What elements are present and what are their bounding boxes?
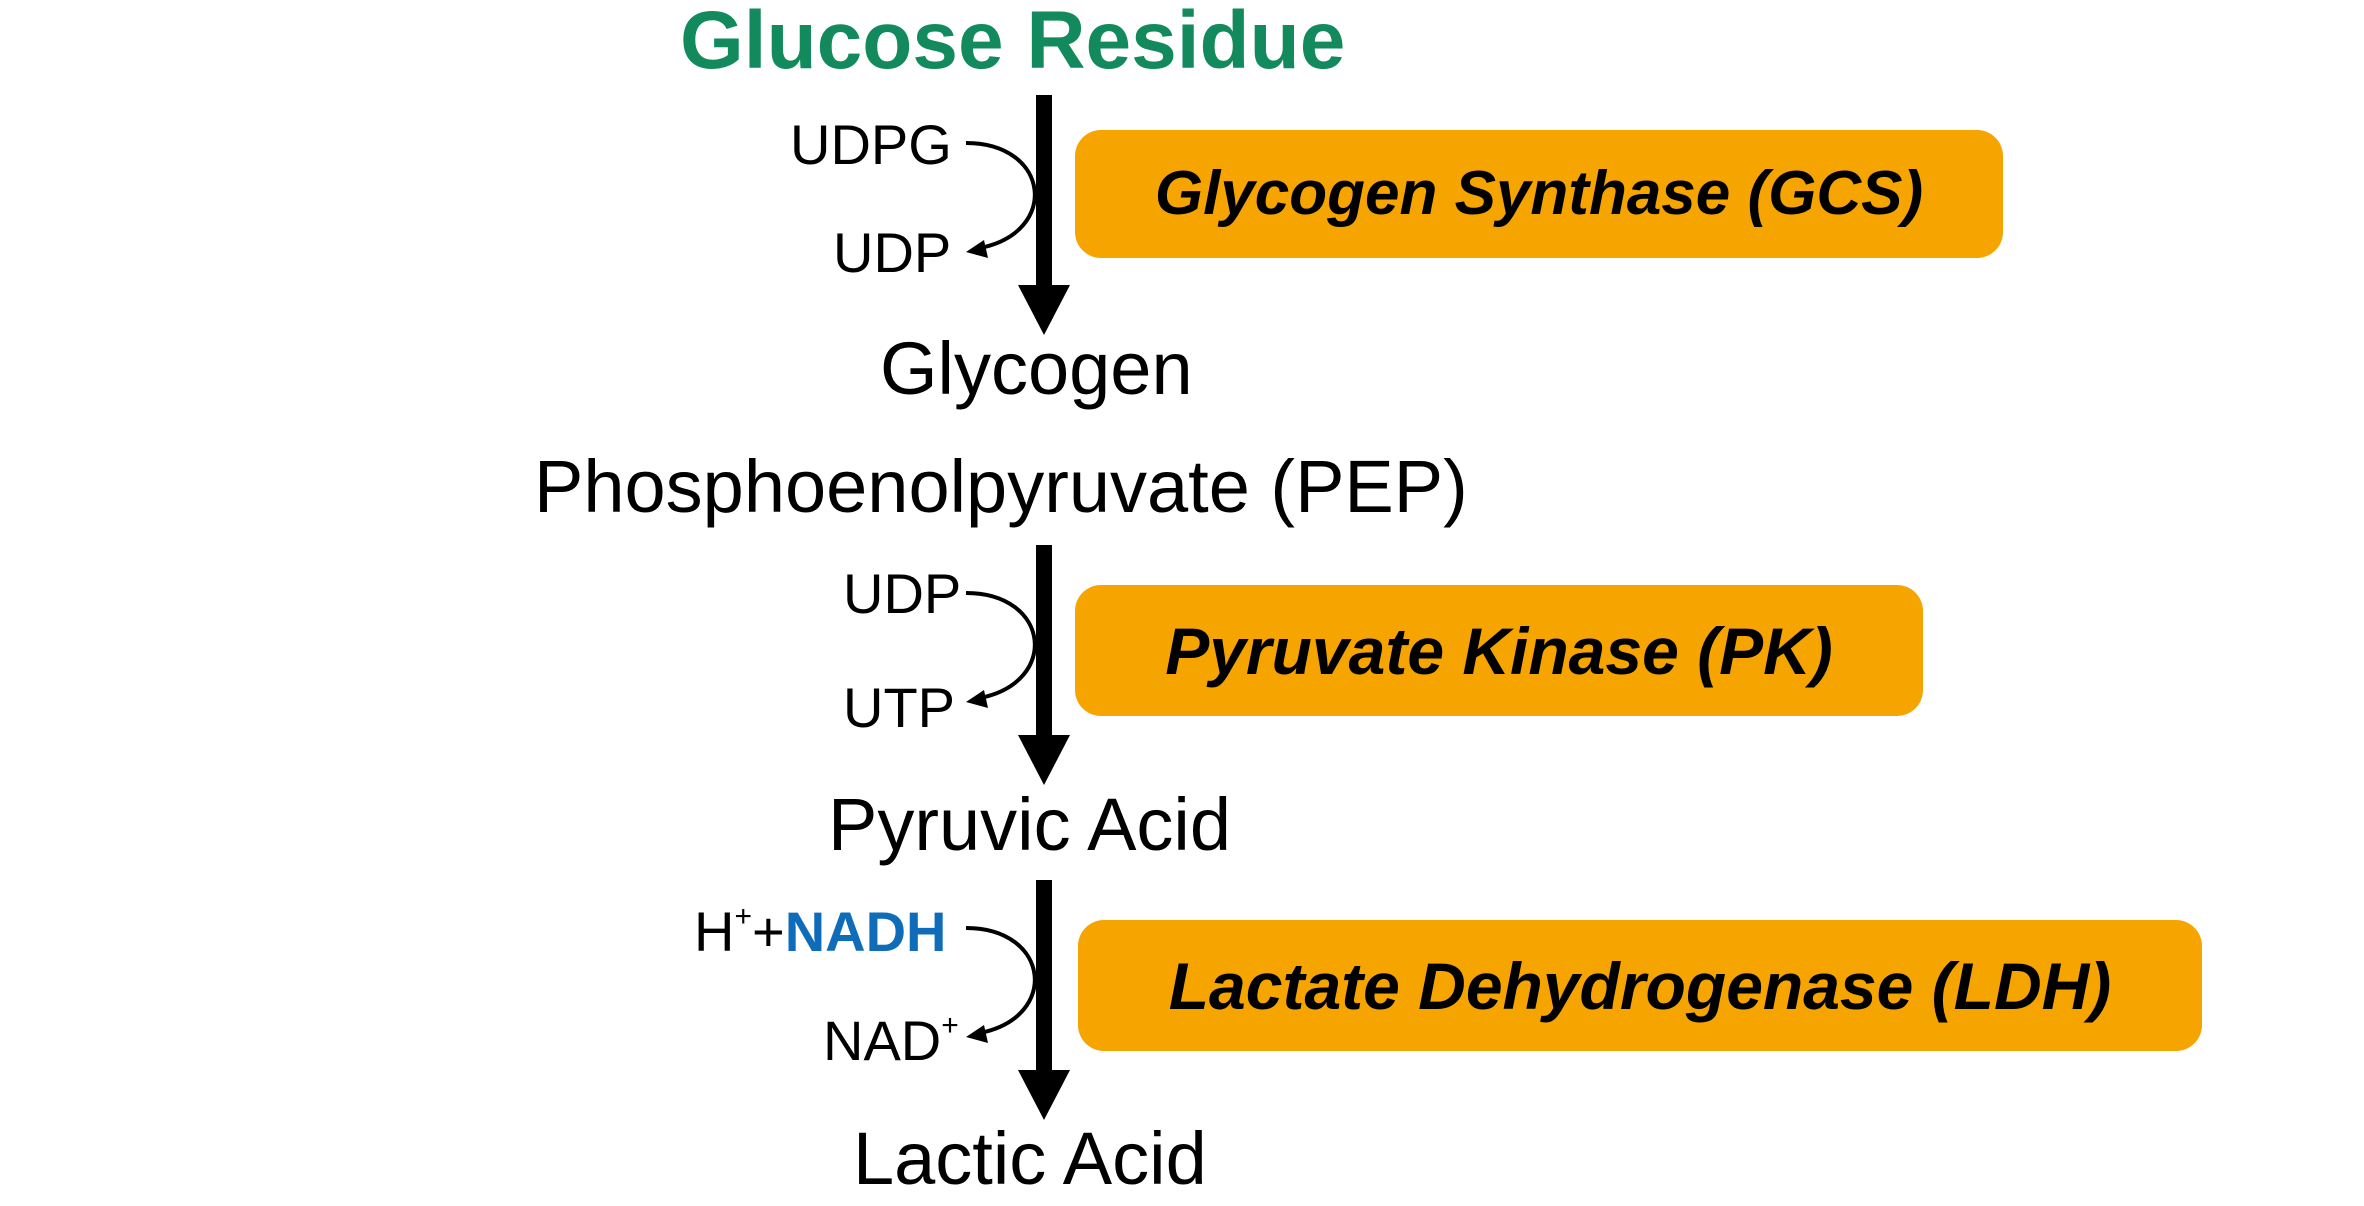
enzyme-label-pk: Pyruvate Kinase (PK) bbox=[1165, 613, 1833, 688]
compound-lactic-acid: Lactic Acid bbox=[853, 1117, 1207, 1200]
compound-glycogen: Glycogen bbox=[880, 327, 1193, 410]
cofactor-out-udp: UDP bbox=[833, 221, 952, 284]
enzyme-box-ldh: Lactate Dehydrogenase (LDH) bbox=[1078, 920, 2202, 1051]
diagram-title: Glucose Residue bbox=[680, 0, 1346, 86]
cofactor-in-udp: UDP bbox=[843, 562, 962, 625]
main-arrow-ldh bbox=[1018, 880, 1070, 1120]
enzyme-box-gcs: Glycogen Synthase (GCS) bbox=[1075, 130, 2003, 258]
cofactor-arrowhead-pk bbox=[966, 690, 988, 708]
cofactor-h-charge: + bbox=[734, 900, 752, 933]
cofactor-plus: + bbox=[751, 900, 785, 963]
main-arrow-pk bbox=[1018, 545, 1070, 785]
cofactor-nad-charge: + bbox=[941, 1009, 959, 1042]
cofactor-nad: NAD bbox=[823, 1009, 942, 1072]
compound-pep: Phosphoenolpyruvate (PEP) bbox=[534, 445, 1468, 528]
cofactor-h: H bbox=[694, 900, 735, 963]
cofactor-in-udpg: UDPG bbox=[790, 113, 952, 176]
enzyme-label-ldh: Lactate Dehydrogenase (LDH) bbox=[1168, 948, 2112, 1023]
cofactor-curve-gcs bbox=[965, 141, 1037, 250]
compound-pyruvic-acid: Pyruvic Acid bbox=[828, 783, 1232, 866]
cofactor-in-h-nadh: H++NADH bbox=[694, 902, 946, 960]
cofactor-out-utp: UTP bbox=[843, 676, 955, 739]
cofactor-nadh: NADH bbox=[784, 900, 947, 963]
cofactor-curve-pk bbox=[965, 591, 1037, 700]
cofactor-arrowhead-ldh bbox=[966, 1025, 988, 1043]
cofactor-arrowhead-gcs bbox=[966, 240, 988, 258]
cofactor-out-nad: NAD+ bbox=[823, 1011, 959, 1069]
enzyme-box-pk: Pyruvate Kinase (PK) bbox=[1075, 585, 1923, 716]
cofactor-curve-ldh bbox=[965, 926, 1037, 1035]
main-arrow-gcs bbox=[1018, 95, 1070, 335]
enzyme-label-gcs: Glycogen Synthase (GCS) bbox=[1154, 159, 1924, 228]
